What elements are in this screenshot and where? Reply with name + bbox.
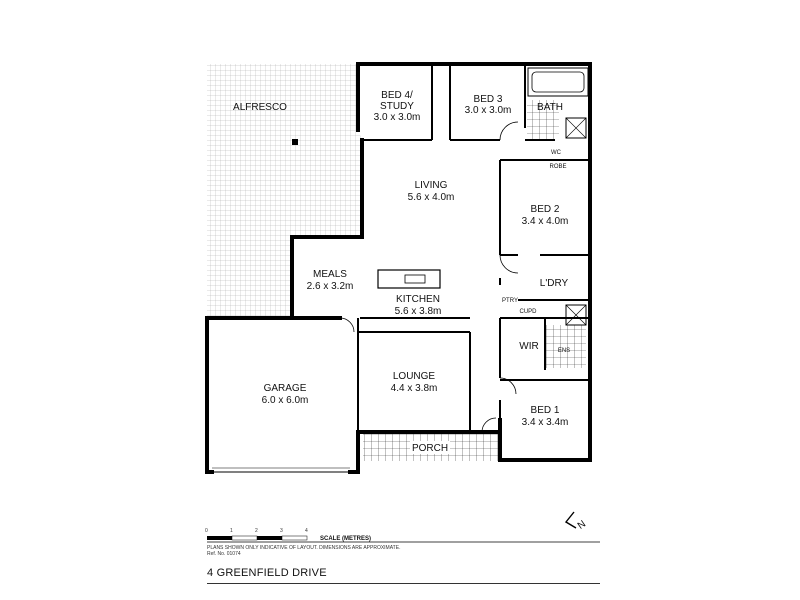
north-label: N xyxy=(576,519,588,532)
scale-tick-0: 0 xyxy=(205,528,208,534)
porch-label: PORCH xyxy=(412,443,448,454)
scale-tick-2: 2 xyxy=(255,528,258,534)
kitchen-sink xyxy=(404,274,426,284)
bed4-name2: STUDY xyxy=(380,101,414,112)
laundry-label: L'DRY xyxy=(540,278,569,289)
bed3-size: 3.0 x 3.0m xyxy=(465,105,512,116)
bed1-size: 3.4 x 3.4m xyxy=(522,417,569,428)
cupboard-label: CUPD xyxy=(519,309,537,315)
ensuite-tiles xyxy=(546,325,586,368)
wc-label: WC xyxy=(551,150,562,156)
door-swings xyxy=(339,121,519,433)
lounge-name: LOUNGE xyxy=(393,371,436,382)
kitchen-size: 5.6 x 3.8m xyxy=(395,306,442,317)
robe-label: ROBE xyxy=(549,164,566,170)
bed2-name: BED 2 xyxy=(531,204,560,215)
garage-name: GARAGE xyxy=(264,383,307,394)
bed4-size: 3.0 x 3.0m xyxy=(374,112,421,123)
exterior-walls xyxy=(205,62,592,474)
scale-title: SCALE (METRES) xyxy=(320,536,371,542)
kitchen-island xyxy=(377,269,441,289)
meals-size: 2.6 x 3.2m xyxy=(307,281,354,292)
bathtub-inner xyxy=(531,71,585,93)
meals-name: MEALS xyxy=(313,269,347,280)
shower xyxy=(565,117,587,139)
lounge-size: 4.4 x 3.8m xyxy=(391,383,438,394)
interior-walls xyxy=(357,64,590,432)
scale-tick-3: 3 xyxy=(280,528,283,534)
wir-label: WIR xyxy=(519,341,538,352)
ensuite-shower xyxy=(565,304,587,326)
address-title: 4 GREENFIELD DRIVE xyxy=(207,567,327,579)
garage-size: 6.0 x 6.0m xyxy=(262,395,309,406)
bath-label: BATH xyxy=(537,102,563,113)
scale-bar: 0 1 2 3 4 SCALE (METRES) PLANS SHOWN ONL… xyxy=(205,528,600,557)
scale-tick-4: 4 xyxy=(305,528,308,534)
living-size: 5.6 x 4.0m xyxy=(408,192,455,203)
footer-divider xyxy=(207,583,600,584)
living-name: LIVING xyxy=(415,180,448,191)
bathtub xyxy=(527,67,589,97)
alfresco-label: ALFRESCO xyxy=(233,102,287,113)
north-arrow-icon: N xyxy=(564,511,588,532)
alfresco-deck xyxy=(207,64,362,318)
scale-tick-1: 1 xyxy=(230,528,233,534)
bed2-size: 3.4 x 4.0m xyxy=(522,216,569,227)
alfresco-post xyxy=(292,139,298,145)
bath-tiles xyxy=(527,100,559,140)
ensuite-label: ENS xyxy=(558,348,570,354)
bed3-name: BED 3 xyxy=(474,94,503,105)
kitchen-name: KITCHEN xyxy=(396,294,440,305)
bed1-name: BED 1 xyxy=(531,405,560,416)
bed4-name: BED 4/ xyxy=(381,90,413,101)
scale-ref: Ref. No. 01074 xyxy=(207,551,241,557)
pantry-label: PTRY xyxy=(502,298,518,304)
scale-note: PLANS SHOWN ONLY INDICATIVE OF LAYOUT. D… xyxy=(207,545,400,551)
